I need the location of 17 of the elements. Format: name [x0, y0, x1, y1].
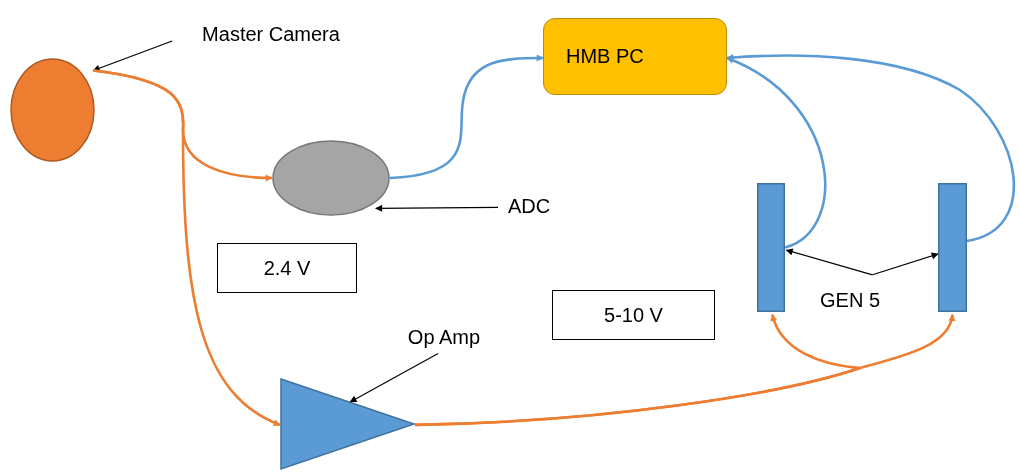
connector-arrow	[93, 69, 281, 427]
process-box: HMB PC	[543, 18, 727, 95]
connector-arrow	[389, 54, 544, 180]
text-label: Op Amp	[385, 322, 503, 352]
value-box: 2.4 V	[217, 243, 357, 293]
text-label: GEN 5	[805, 286, 895, 314]
leader-arrow	[375, 204, 499, 212]
leader-arrow	[871, 252, 939, 276]
text-label: ADC	[498, 192, 560, 220]
connector-arrow	[726, 54, 1015, 243]
text-label: Master Camera	[176, 20, 366, 48]
value-box: 5-10 V	[552, 290, 715, 340]
connector-arrow	[414, 313, 955, 427]
leader-arrow	[92, 40, 173, 72]
leader-arrow	[785, 248, 874, 276]
connector-arrow	[726, 56, 827, 249]
leader-arrow	[349, 352, 439, 403]
